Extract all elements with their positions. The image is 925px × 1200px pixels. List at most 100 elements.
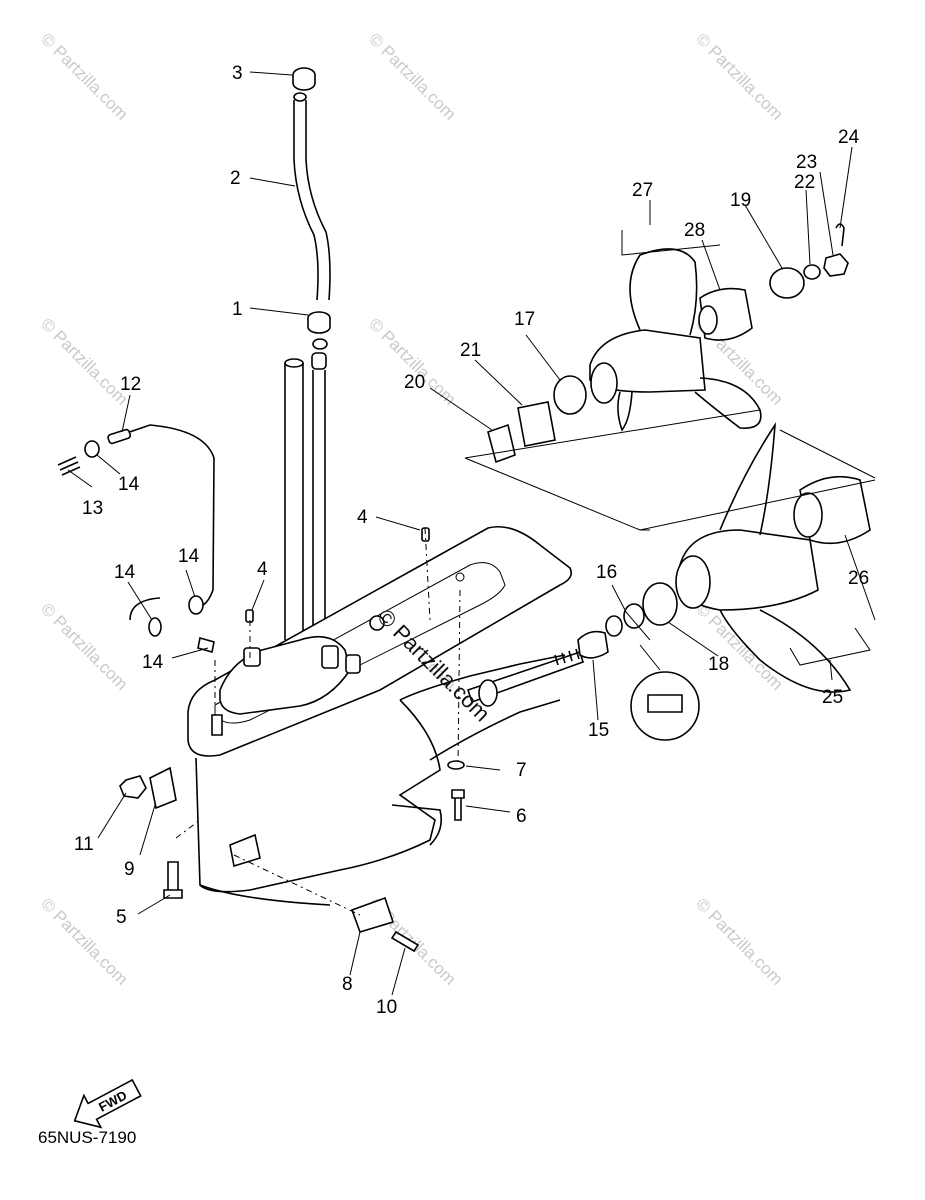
shift-rod-assembly — [292, 67, 331, 370]
leader-24 — [839, 146, 853, 229]
clip-14-mid — [188, 595, 204, 615]
leader-1 — [249, 307, 309, 316]
grommet-1-body — [307, 318, 331, 334]
callout-4: 4 — [357, 507, 368, 528]
leader-23 — [819, 171, 834, 256]
callout-10: 10 — [376, 997, 397, 1018]
washer-21 — [517, 401, 556, 447]
anode-9 — [149, 766, 177, 810]
washer-22 — [803, 264, 821, 280]
leader-10 — [391, 947, 406, 996]
leader-5 — [137, 894, 171, 915]
callout-28: 28 — [684, 220, 705, 241]
clip-14-upper — [84, 440, 100, 458]
callout-11: 11 — [74, 834, 94, 855]
guide-lines — [175, 200, 876, 916]
blade-upper-1 — [629, 248, 698, 336]
callout-21: 21 — [460, 340, 481, 361]
drive-shaft-top — [284, 358, 304, 368]
watermark: © Partzilla.com — [37, 29, 131, 123]
pump-boss-3 — [345, 654, 361, 674]
washer-7 — [447, 760, 465, 770]
hose-loop — [129, 597, 161, 621]
hose-nipple-12 — [107, 428, 132, 445]
propshaft-housing-top — [399, 654, 566, 701]
leader-6 — [465, 805, 511, 813]
callout-1: 1 — [232, 299, 243, 320]
leader-4a — [375, 516, 421, 531]
dash-line-2 — [457, 589, 461, 766]
pump-boss-2 — [321, 645, 339, 669]
fwd-indicator: FWD — [73, 1078, 142, 1129]
callout-12: 12 — [120, 374, 141, 395]
shift-rod-left — [293, 100, 319, 301]
dash-line-6 — [175, 819, 201, 839]
callout-9: 9 — [124, 859, 135, 880]
grommet-1-small — [312, 338, 328, 350]
callout-14: 14 — [178, 546, 200, 567]
callout-2: 2 — [230, 168, 241, 189]
leader-3 — [249, 71, 293, 76]
bracket-16 — [611, 584, 651, 641]
leader-20 — [429, 387, 493, 431]
propeller-shaft — [466, 648, 584, 707]
callout-4: 4 — [257, 559, 268, 580]
thrust-washer-17 — [553, 375, 587, 415]
screw-13 — [57, 456, 81, 476]
callout-16: 16 — [596, 562, 617, 583]
pump-boss-1 — [243, 647, 261, 667]
leader-28 — [701, 239, 721, 291]
prop-shaft-splines — [554, 648, 580, 666]
propeller-upper — [487, 223, 849, 464]
watermark: © Partzilla.com — [692, 599, 786, 693]
blade-upper-2 — [694, 377, 762, 429]
leader-8 — [349, 931, 361, 976]
leader-14c — [127, 581, 153, 621]
skeg — [391, 804, 443, 846]
thrust-hub-28-face — [698, 305, 718, 335]
callout-24: 24 — [838, 127, 860, 148]
housing-hole — [369, 615, 385, 631]
leader-15 — [592, 659, 599, 721]
prop-bracket-upper — [464, 457, 876, 531]
callout-8: 8 — [342, 974, 353, 995]
watermark: © Partzilla.com — [692, 894, 786, 988]
diagram-code: 65NUS-7190 — [38, 1128, 137, 1147]
clip-14-left — [148, 617, 162, 637]
leader-9 — [139, 804, 156, 856]
callout-20: 20 — [404, 372, 425, 393]
fwd-arrow-icon — [73, 1078, 142, 1129]
callout-6: 6 — [516, 806, 527, 827]
callout-25: 25 — [822, 687, 843, 708]
propshaft-housing-bottom — [429, 699, 561, 761]
watermark-layer: © Partzilla.com © Partzilla.com © Partzi… — [37, 29, 786, 988]
leader-14b — [185, 569, 196, 598]
propeller-lower — [577, 422, 871, 741]
bracket-26 — [844, 534, 876, 621]
spacer-19 — [769, 267, 805, 299]
skeg-line — [199, 884, 331, 906]
blade-upper-3 — [617, 391, 633, 432]
leader-14a — [96, 454, 121, 475]
bolt-5 — [163, 861, 183, 899]
nut-11 — [119, 775, 147, 799]
prop-hub-lower-face — [675, 555, 711, 609]
lower-unit-housing — [187, 526, 573, 906]
blade-lower-2 — [719, 609, 852, 693]
callout-3: 3 — [232, 63, 243, 84]
rubber-hub-26-face — [793, 492, 823, 538]
callout-23: 23 — [796, 152, 817, 173]
drive-shaft — [284, 358, 326, 640]
leader-13 — [67, 469, 93, 488]
leader-17 — [525, 334, 561, 381]
callout-13: 13 — [82, 498, 103, 519]
leader-21 — [474, 359, 523, 406]
speedometer-hose — [57, 424, 215, 654]
detail-circle — [630, 671, 700, 741]
callout-7: 7 — [516, 760, 527, 781]
small-hardware — [119, 527, 465, 953]
bolt-10 — [390, 930, 420, 953]
watermark: © Partzilla.com — [365, 29, 459, 123]
leader-7 — [465, 765, 501, 771]
